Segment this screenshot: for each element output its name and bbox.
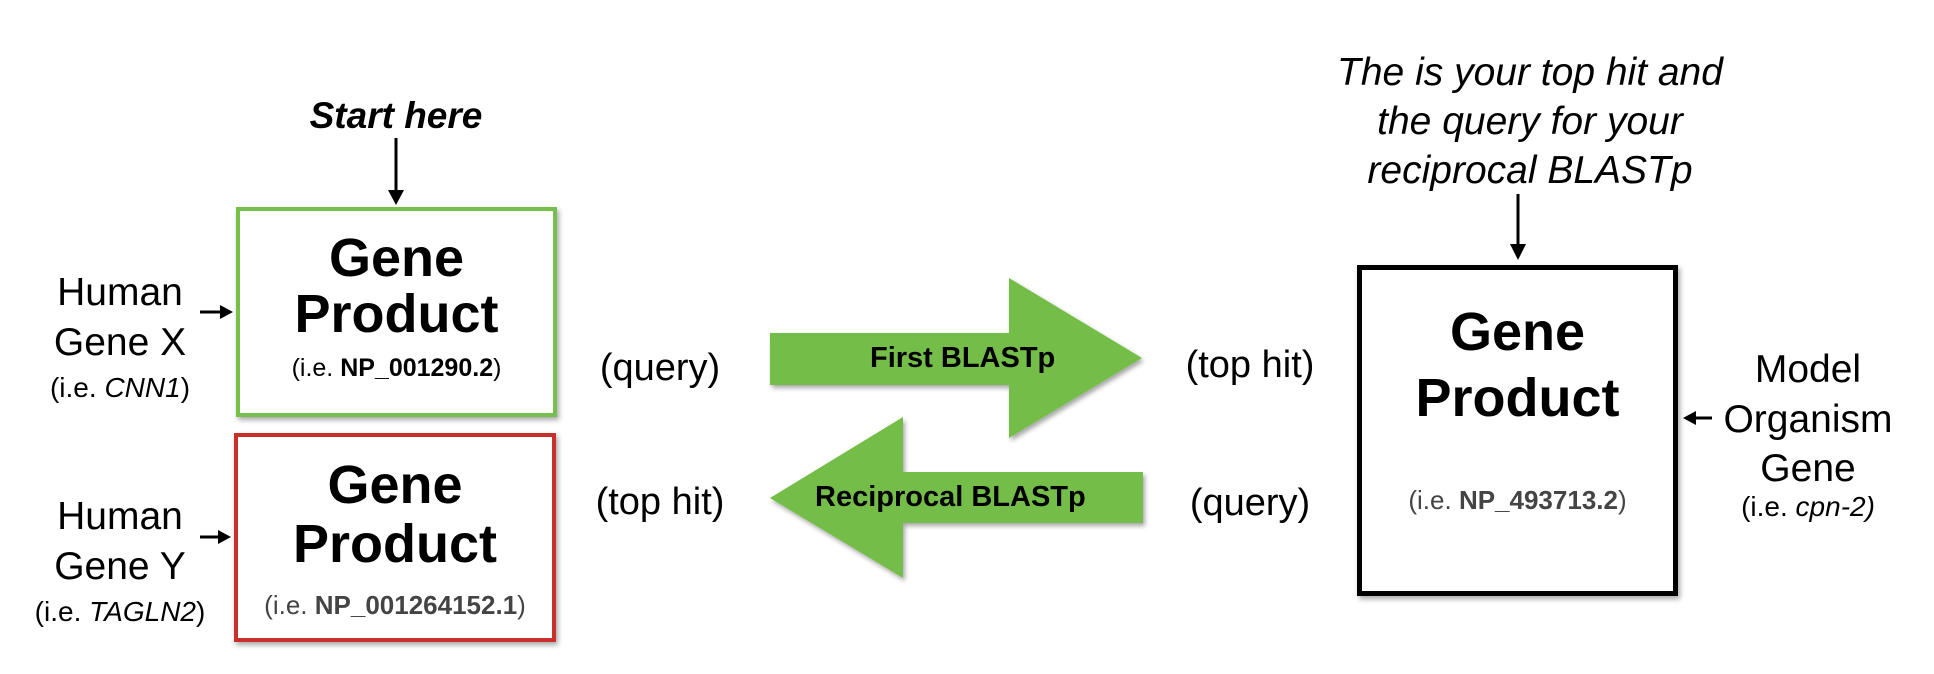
annotation-line-2: the query for your bbox=[1377, 100, 1683, 143]
human-gene-y-label: Human Gene Y (i.e. TAGLN2) bbox=[10, 492, 230, 632]
annotation-line-3: reciprocal BLASTp bbox=[1367, 149, 1693, 192]
gene-name: CNN1 bbox=[104, 372, 181, 403]
box-accession: (i.e. NP_493713.2) bbox=[1362, 487, 1673, 513]
start-here-label: Start here bbox=[309, 95, 483, 136]
box-title-line2: Product bbox=[294, 284, 499, 344]
first-blastp-label: First BLASTp bbox=[870, 342, 1056, 374]
gene-prefix: (i.e. bbox=[49, 372, 105, 403]
accession-prefix: (i.e. bbox=[291, 354, 341, 382]
gene-line1: Model bbox=[1754, 348, 1862, 391]
annotation-text: The is your top hit and the query for yo… bbox=[1290, 48, 1770, 195]
accession-prefix: (i.e. bbox=[264, 590, 315, 620]
accession-id: NP_001264152.1 bbox=[314, 590, 518, 620]
human-gene-x-product-box: Gene Product (i.e. NP_001290.2) bbox=[236, 207, 557, 417]
model-gene-product-box: Gene Product (i.e. NP_493713.2) bbox=[1357, 265, 1678, 596]
human-gene-x-label: Human Gene X (i.e. CNN1) bbox=[20, 268, 220, 408]
accession-suffix: ) bbox=[493, 354, 502, 382]
annotation-line-1: The is your top hit and bbox=[1337, 51, 1723, 94]
model-gene-arrow-icon bbox=[1683, 411, 1712, 425]
box-title-line1: Gene bbox=[328, 228, 465, 288]
box-title-line1: Gene bbox=[327, 455, 463, 515]
human-gene-x-arrow-icon bbox=[200, 305, 233, 319]
human-gene-y-product-box: Gene Product (i.e. NP_001264152.1) bbox=[234, 433, 556, 642]
gene-name: cpn-2) bbox=[1795, 491, 1875, 522]
role-right-top-hit: (top hit) bbox=[1185, 344, 1315, 386]
gene-prefix: (i.e. bbox=[34, 596, 90, 627]
gene-name: TAGLN2 bbox=[89, 596, 196, 627]
box-title-line1: Gene bbox=[1449, 302, 1586, 362]
model-organism-gene-label: Model Organism Gene (i.e. cpn-2) bbox=[1713, 345, 1903, 521]
accession-suffix: ) bbox=[1617, 485, 1627, 515]
gene-suffix: ) bbox=[196, 596, 206, 627]
gene-line2: Gene X bbox=[53, 321, 187, 364]
gene-line3: Gene bbox=[1760, 447, 1856, 490]
role-left-top-hit: (top hit) bbox=[595, 481, 725, 523]
box-title-line2: Product bbox=[292, 514, 497, 574]
role-right-query: (query) bbox=[1189, 482, 1311, 524]
gene-example: (i.e. CNN1) bbox=[20, 368, 220, 408]
accession-id: NP_493713.2 bbox=[1458, 485, 1618, 515]
box-accession: (i.e. NP_001264152.1) bbox=[238, 592, 552, 618]
reciprocal-blastp-arrow bbox=[770, 417, 1143, 578]
gene-example: (i.e. TAGLN2) bbox=[10, 592, 230, 632]
gene-line1: Human bbox=[57, 271, 183, 314]
human-gene-y-arrow-icon bbox=[200, 530, 231, 544]
gene-line2: Gene Y bbox=[54, 545, 186, 588]
accession-id: NP_001290.2 bbox=[340, 354, 494, 382]
accession-suffix: ) bbox=[517, 590, 526, 620]
box-accession: (i.e. NP_001290.2) bbox=[240, 356, 553, 381]
gene-prefix: (i.e. bbox=[1741, 491, 1796, 522]
annotation-arrow-icon bbox=[1510, 194, 1526, 260]
first-blastp-arrow bbox=[770, 278, 1142, 438]
accession-prefix: (i.e. bbox=[1408, 485, 1459, 515]
reciprocal-blastp-label: Reciprocal BLASTp bbox=[815, 481, 1086, 513]
box-title-line2: Product bbox=[1415, 368, 1620, 428]
start-here-arrow-icon bbox=[388, 138, 404, 205]
gene-line1: Human bbox=[57, 495, 183, 538]
role-left-query: (query) bbox=[599, 347, 721, 389]
gene-line2: Organism bbox=[1723, 398, 1893, 441]
gene-example: (i.e. cpn-2) bbox=[1713, 493, 1903, 521]
gene-suffix: ) bbox=[180, 372, 191, 403]
